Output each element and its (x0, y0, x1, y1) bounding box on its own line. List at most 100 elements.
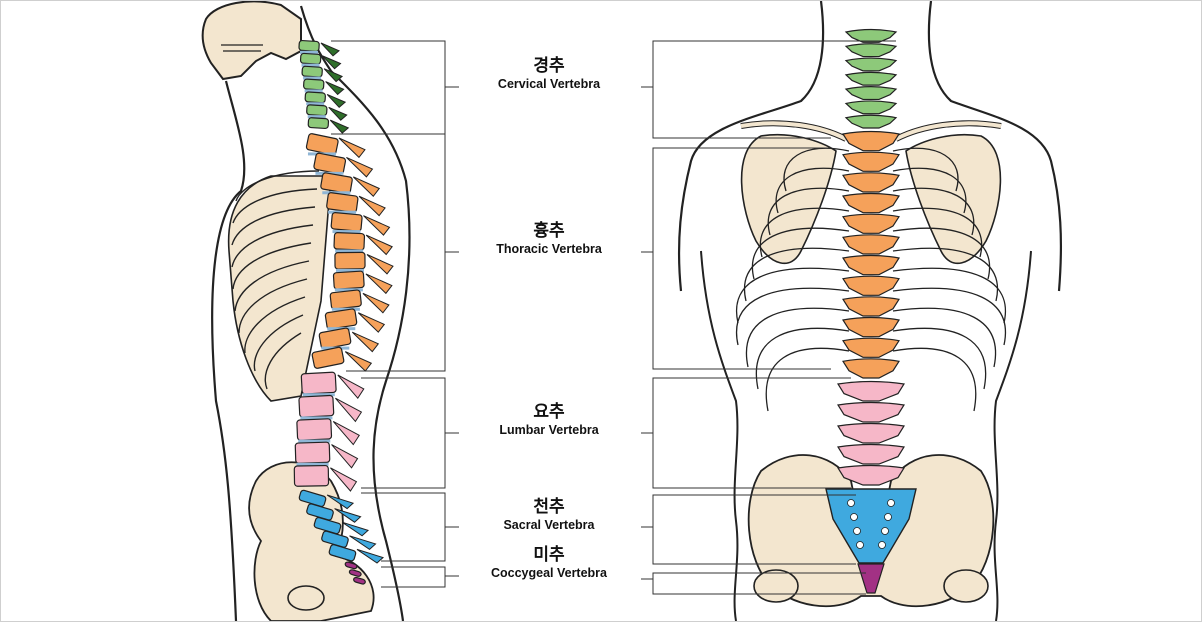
lumbar-side-body-5 (293, 464, 330, 487)
back-rib (736, 267, 850, 324)
cervical-side-body-7 (307, 117, 330, 130)
thoracic-back-vertebra-9 (842, 296, 900, 317)
sacral-side-body-5 (328, 544, 357, 562)
thoracic-side-process-7 (366, 254, 394, 275)
cervical-side-process-5 (326, 93, 347, 108)
thoracic-back-vertebra-3 (842, 172, 900, 193)
cervical-side-body-4 (303, 78, 325, 91)
thoracic-side-process-10 (357, 312, 386, 333)
side-view (201, 1, 411, 621)
coccygeal-side-body-2 (348, 569, 362, 577)
back-left-hip-socket (753, 569, 799, 603)
cervical-back-vertebra-1 (844, 28, 898, 43)
lumbar-side-disc-1 (302, 393, 335, 397)
cervical-side-process-7 (329, 119, 350, 134)
cervical-side-process-6 (328, 106, 348, 121)
cervical-side-disc-4 (304, 89, 323, 93)
thoracic-side-body-5 (330, 212, 363, 232)
thoracic-side-disc-4 (328, 210, 357, 214)
side-neck-front (211, 80, 246, 621)
sacral-side-process-5 (356, 548, 385, 564)
back-rib (892, 307, 997, 368)
callout-brackets (331, 40, 896, 595)
cervical-side-body-2 (299, 52, 322, 65)
back-rib (892, 327, 987, 390)
back-rib (892, 287, 1006, 346)
bracket-coccygeal-left (381, 566, 459, 588)
lumbar-side-disc-3 (298, 439, 331, 443)
lumbar-side-body-4 (294, 441, 331, 464)
cervical-side-disc-2 (301, 63, 320, 67)
lumbar-back-vertebra-3 (837, 422, 905, 444)
lumbar-side-process-5 (330, 467, 358, 492)
side-spine (293, 39, 394, 585)
thoracic-back-vertebra-2 (842, 151, 900, 172)
cervical-side-body-3 (301, 65, 323, 78)
back-body-outline (677, 1, 1063, 292)
side-jaw-teeth (221, 44, 263, 52)
coccygeal-side-body-3 (353, 576, 366, 585)
bracket-sacral-left (361, 492, 459, 562)
thoracic-side-body-10 (324, 308, 358, 330)
back-torso-sides (700, 250, 1032, 621)
label-coccygeal-en: Coccygeal Vertebra (490, 566, 608, 580)
cervical-back-vertebra-2 (844, 43, 898, 58)
cervical-back-vertebra-7 (844, 114, 898, 129)
sacral-side-process-3 (341, 521, 370, 537)
cervical-back-vertebra-3 (844, 57, 898, 72)
cervical-side-process-1 (320, 42, 340, 57)
sacral-side-process-4 (349, 535, 377, 551)
bracket-lumbar-right (641, 377, 851, 489)
thoracic-side-disc-3 (322, 191, 351, 195)
thoracic-back-vertebra-1 (842, 130, 900, 152)
thoracic-side-body-11 (318, 327, 352, 350)
lumbar-side-body-2 (298, 394, 335, 418)
lumbar-side-body-1 (300, 371, 337, 395)
label-cervical: 경추 Cervical Vertebra (439, 56, 659, 92)
thoracic-back-vertebra-8 (842, 275, 900, 296)
sacral-foramen (881, 527, 889, 535)
thoracic-back-vertebra-10 (842, 316, 900, 338)
cervical-back-vertebra-6 (844, 100, 898, 115)
label-thoracic-ko: 흉추 (533, 221, 565, 240)
coccygeal-back-vertebra-1 (857, 563, 885, 594)
cervical-side-body-1 (298, 39, 320, 52)
cervical-side-process-2 (322, 55, 342, 70)
right-clavicle-fill (895, 121, 1002, 141)
label-sacral-ko: 천추 (533, 497, 565, 516)
thoracic-side-process-6 (365, 234, 393, 256)
back-spine (825, 28, 917, 594)
thoracic-side-process-12 (344, 351, 373, 372)
sacral-foramen (884, 513, 892, 521)
label-coccygeal-ko: 미추 (533, 545, 565, 564)
thoracic-side-disc-7 (335, 268, 364, 272)
cervical-side-body-6 (306, 104, 328, 117)
label-thoracic: 흉추 Thoracic Vertebra (439, 221, 659, 257)
lumbar-side-process-4 (331, 444, 359, 469)
thoracic-back-vertebra-7 (842, 254, 900, 276)
lumbar-side-disc-2 (300, 416, 333, 420)
thoracic-side-process-5 (363, 215, 391, 236)
right-scapula (905, 133, 1002, 265)
label-cervical-en: Cervical Vertebra (497, 77, 601, 91)
thoracic-side-process-1 (338, 137, 366, 159)
back-rib (892, 267, 1006, 324)
label-sacral: 천추 Sacral Vertebra (439, 497, 659, 533)
side-body-outline (299, 5, 411, 621)
lumbar-side-body-3 (296, 418, 333, 441)
label-coccygeal: 미추 Coccygeal Vertebra (439, 545, 659, 581)
label-lumbar-en: Lumbar Vertebra (499, 423, 599, 437)
sacral-foramen (856, 541, 864, 549)
thoracic-side-process-11 (351, 331, 380, 353)
thoracic-side-body-8 (332, 270, 365, 290)
back-rib (745, 307, 850, 368)
thoracic-side-process-8 (365, 273, 393, 295)
sacral-foramen (853, 527, 861, 535)
thoracic-back-vertebra-11 (842, 337, 900, 358)
lumbar-back-vertebra-1 (837, 380, 905, 402)
thoracic-back-vertebra-6 (842, 234, 900, 255)
lumbar-back-vertebra-4 (837, 443, 905, 465)
lumbar-side-process-1 (337, 374, 365, 400)
label-lumbar: 요추 Lumbar Vertebra (439, 402, 659, 438)
